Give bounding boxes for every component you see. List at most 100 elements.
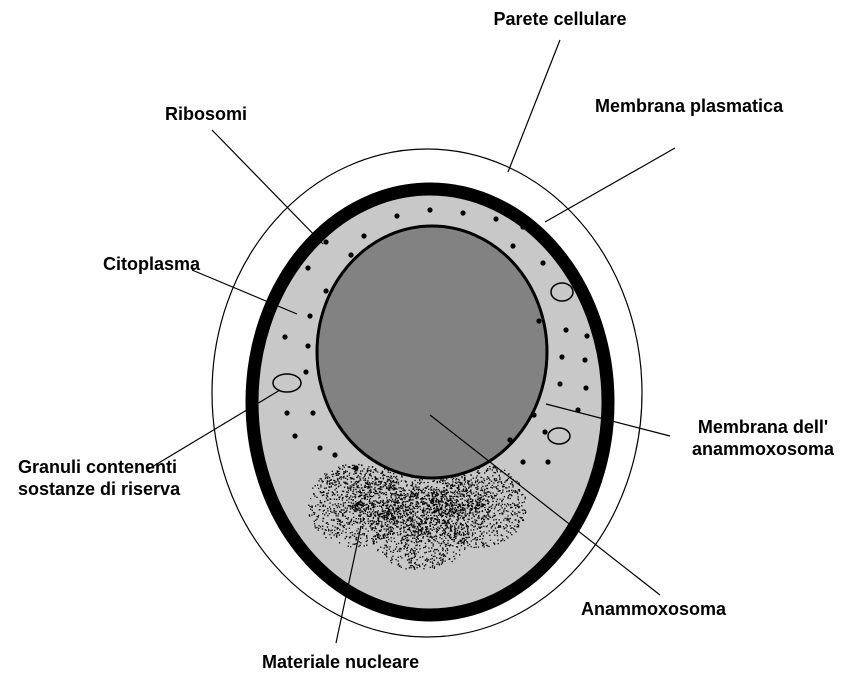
nucleoid-speck (401, 488, 402, 489)
nucleoid-speck (479, 505, 480, 506)
nucleoid-speck (372, 466, 373, 467)
nucleoid-speck (452, 504, 453, 505)
label-granules: Granuli contenenti sostanze di riserva (18, 456, 180, 500)
nucleoid-speck (430, 507, 431, 508)
nucleoid-speck (356, 504, 357, 505)
nucleoid-speck (416, 564, 417, 565)
nucleoid-speck (452, 481, 453, 482)
nucleoid-speck (437, 541, 438, 542)
nucleoid-speck (460, 523, 461, 524)
nucleoid-speck (369, 482, 370, 483)
nucleoid-speck (326, 497, 327, 498)
nucleoid-speck (312, 506, 313, 507)
nucleoid-speck (336, 475, 337, 476)
nucleoid-speck (476, 484, 477, 485)
nucleoid-speck (413, 527, 414, 528)
nucleoid-speck (365, 480, 366, 481)
nucleoid-speck (443, 479, 444, 480)
nucleoid-speck (381, 521, 382, 522)
nucleoid-speck (496, 494, 497, 495)
nucleoid-speck (356, 518, 357, 519)
nucleoid-speck (470, 490, 471, 491)
nucleoid-speck (334, 482, 335, 483)
nucleoid-speck (353, 485, 354, 486)
nucleoid-speck (400, 556, 401, 557)
nucleoid-speck (415, 550, 416, 551)
nucleoid-speck (482, 538, 483, 539)
nucleoid-speck (405, 527, 406, 528)
nucleoid-speck (355, 489, 356, 490)
nucleoid-speck (360, 542, 361, 543)
nucleoid-speck (309, 515, 310, 516)
nucleoid-speck (395, 559, 396, 560)
nucleoid-speck (432, 524, 433, 525)
nucleoid-speck (387, 521, 388, 522)
nucleoid-speck (333, 474, 334, 475)
nucleoid-speck (413, 507, 414, 508)
nucleoid-speck (439, 521, 440, 522)
nucleoid-speck (337, 470, 338, 471)
nucleoid-speck (324, 510, 325, 511)
nucleoid-speck (471, 546, 472, 547)
nucleoid-speck (501, 482, 502, 483)
nucleoid-speck (421, 532, 422, 533)
nucleoid-speck (468, 532, 469, 533)
nucleoid-speck (424, 514, 425, 515)
nucleoid-speck (354, 496, 355, 497)
nucleoid-speck (395, 488, 396, 489)
nucleoid-speck (344, 512, 345, 513)
nucleoid-speck (497, 485, 498, 486)
ribosome-dot (542, 429, 547, 434)
nucleoid-speck (424, 533, 425, 534)
nucleoid-speck (473, 547, 474, 548)
nucleoid-speck (437, 501, 438, 502)
nucleoid-speck (516, 513, 517, 514)
nucleoid-speck (371, 538, 372, 539)
nucleoid-speck (438, 515, 439, 516)
nucleoid-speck (524, 501, 525, 502)
nucleoid-speck (447, 499, 448, 500)
nucleoid-speck (436, 491, 437, 492)
nucleoid-speck (374, 487, 375, 488)
nucleoid-speck (437, 509, 438, 510)
nucleoid-speck (489, 466, 490, 467)
nucleoid-speck (486, 494, 487, 495)
nucleoid-speck (498, 481, 499, 482)
nucleoid-speck (401, 543, 402, 544)
nucleoid-speck (401, 480, 402, 481)
nucleoid-speck (413, 514, 414, 515)
nucleoid-speck (449, 483, 450, 484)
nucleoid-speck (444, 536, 445, 537)
nucleoid-speck (502, 500, 503, 501)
nucleoid-speck (433, 498, 434, 499)
nucleoid-speck (426, 495, 427, 496)
nucleoid-speck (312, 488, 313, 489)
nucleoid-speck (418, 486, 419, 487)
nucleoid-speck (399, 495, 400, 496)
nucleoid-speck (398, 509, 399, 510)
nucleoid-speck (484, 507, 485, 508)
nucleoid-speck (393, 502, 394, 503)
nucleoid-speck (445, 546, 446, 547)
nucleoid-speck (480, 499, 481, 500)
nucleoid-speck (445, 528, 446, 529)
nucleoid-speck (483, 526, 484, 527)
nucleoid-speck (327, 480, 328, 481)
nucleoid-speck (492, 498, 493, 499)
nucleoid-speck (439, 513, 440, 514)
nucleoid-speck (483, 535, 484, 536)
nucleoid-speck (459, 504, 460, 505)
ribosome-dot (540, 260, 545, 265)
nucleoid-speck (343, 515, 344, 516)
nucleoid-speck (407, 535, 408, 536)
nucleoid-speck (433, 492, 434, 493)
nucleoid-speck (437, 481, 438, 482)
nucleoid-speck (353, 521, 354, 522)
nucleoid-speck (424, 552, 425, 553)
nucleoid-speck (334, 512, 335, 513)
nucleoid-speck (482, 486, 483, 487)
nucleoid-speck (443, 560, 444, 561)
nucleoid-speck (408, 517, 409, 518)
nucleoid-speck (410, 567, 411, 568)
nucleoid-speck (390, 487, 391, 488)
